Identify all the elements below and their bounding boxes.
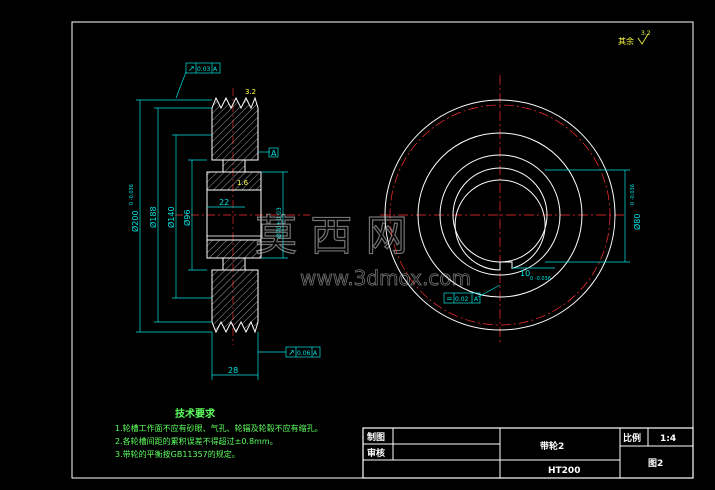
gdt-runout-bottom: ↗ 0.06 A <box>285 346 321 358</box>
technical-requirements: 技术要求 1.轮槽工作面不应有砂眼、气孔、轮辐及轮毂不应有缩孔。 2.各轮槽间距… <box>115 407 323 459</box>
watermark: 莫 西 网 www.3dmox.com <box>254 210 471 290</box>
drawn-by-label: 制图 <box>367 431 385 443</box>
bore-keyway <box>206 235 262 241</box>
dim-hub-outer: Ø140 <box>166 206 176 228</box>
gdt-top-symbol: ↗ <box>188 64 195 73</box>
dim-outer-diameter: Ø200 <box>130 210 140 232</box>
material: HT200 <box>548 466 580 476</box>
outer-circle <box>384 99 616 331</box>
tech-req-item-2: 2.各轮槽间距的累积误差不得超过±0.8mm。 <box>115 436 278 446</box>
dim-shaft-tol: 0 -0.036 <box>630 184 636 205</box>
front-view: Ø80 0 -0.036 10 0 -0.036 = 0.02 A <box>380 75 642 345</box>
gdt-sym-symbol: = <box>446 294 453 303</box>
roughness-note-label: 其余 <box>618 36 634 46</box>
gdt-bottom-datum: A <box>313 350 318 357</box>
dim-keyway-tol: 0 -0.036 <box>530 276 551 282</box>
gdt-runout-top: ↗ 0.03 A <box>185 62 221 74</box>
checked-by-label: 审核 <box>367 447 385 459</box>
hub-bottom <box>206 239 262 259</box>
gdt-top-tol: 0.03 <box>197 66 211 73</box>
gdt-sym-datum: A <box>474 296 479 303</box>
bore-roughness: 1.6 <box>237 179 249 187</box>
hub-top <box>206 171 262 191</box>
watermark-url: www.3dmox.com <box>300 266 471 290</box>
dim-bore-diameter: Ø70+0.03 <box>276 207 283 238</box>
rim-bottom-section <box>211 269 259 334</box>
tech-req-item-3: 3.带轮的平衡按GB11357的规定。 <box>115 449 240 459</box>
web-top <box>222 159 246 173</box>
pitch-circle <box>389 104 611 326</box>
dim-inner-width: 22 <box>219 198 229 207</box>
hub-outer-circle <box>417 132 583 298</box>
dim-pitch-diameter: Ø188 <box>148 206 158 228</box>
datum-a-label: A <box>271 149 277 158</box>
hub-inner-circle <box>439 154 561 276</box>
scale-value: 1:4 <box>660 434 676 444</box>
dim-keyway: 10 <box>520 269 530 278</box>
web-bottom <box>222 257 246 271</box>
dim-hub-inner: Ø96 <box>182 210 192 226</box>
dim-shaft-diameter: Ø80 <box>632 214 642 230</box>
bore-circle <box>452 167 548 263</box>
rim-top-section <box>211 96 259 161</box>
gdt-sym-tol: 0.02 <box>455 296 469 303</box>
tech-req-item-1: 1.轮槽工作面不应有砂眼、气孔、轮辐及轮毂不应有缩孔。 <box>115 423 323 433</box>
roughness-note-value: 3.2 <box>641 30 651 37</box>
drawing-number: 图2 <box>648 458 663 469</box>
section-view: ↗ 0.03 A ↗ 0.06 A A 3.2 1.6 Ø200 0 -0.03… <box>129 62 321 380</box>
roughness-symbol-icon <box>637 33 649 45</box>
groove-roughness: 3.2 <box>245 88 256 96</box>
gdt-top-datum: A <box>213 66 218 73</box>
tech-req-title: 技术要求 <box>175 407 216 420</box>
general-roughness-note: 其余 3.2 <box>618 30 651 46</box>
gdt-bottom-tol: 0.06 <box>297 350 311 357</box>
dim-outer-tol: 0 -0.036 <box>129 184 135 205</box>
dim-total-width: 28 <box>228 366 238 375</box>
watermark-chinese: 莫 西 网 <box>255 211 408 260</box>
scale-label: 比例 <box>623 432 641 444</box>
gdt-bottom-symbol: ↗ <box>288 348 295 357</box>
gdt-symmetry: = 0.02 A <box>443 292 481 304</box>
title-block: 制图 审核 带轮2 HT200 比例 1:4 图2 <box>362 427 694 479</box>
part-name: 带轮2 <box>540 440 564 452</box>
datum-a-box <box>268 147 279 158</box>
bore-with-keyway <box>454 179 546 271</box>
